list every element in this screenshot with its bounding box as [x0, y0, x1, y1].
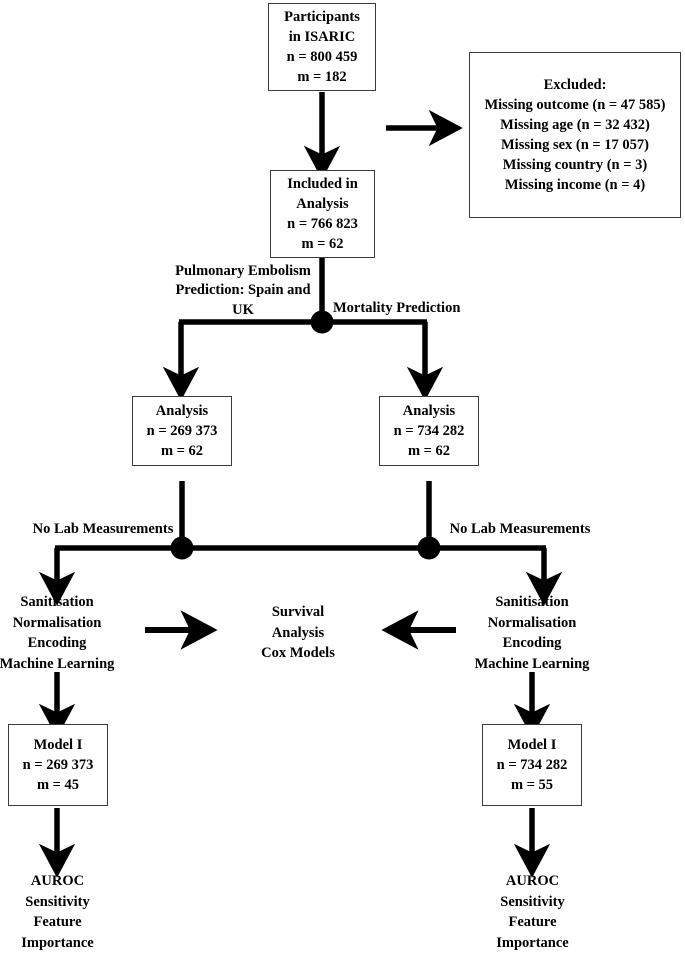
pipeline-right-line-2: Normalisation	[487, 614, 577, 631]
node-included-line-4: m = 62	[301, 236, 344, 252]
edge-label-no-lab-left-line-1: No Lab Measurements	[32, 521, 174, 537]
node-analysis-left-line-3: m = 62	[160, 443, 204, 459]
pipeline-left-line-3: Encoding	[27, 635, 87, 652]
node-excluded-line-1: Excluded:	[543, 77, 607, 93]
pipeline-left-line-1: Sanitisation	[20, 594, 94, 610]
survival-line-1: Survival	[271, 604, 325, 620]
process-pipeline-left: Sanitisation Normalisation Encoding Mach…	[0, 592, 122, 674]
node-excluded-line-4: Missing sex (n = 17 057)	[500, 137, 650, 153]
pipeline-right-line-3: Encoding	[502, 635, 562, 652]
edge-label-no-lab-right: No Lab Measurements	[440, 520, 600, 539]
node-analysis-right-line-1: Analysis	[402, 403, 456, 419]
node-included-in-analysis: Included in Analysis n = 766 823 m = 62	[270, 170, 375, 258]
edge-label-pulmonary-embolism: Pulmonary Embolism Prediction: Spain and…	[163, 262, 323, 320]
node-model-right: Model I n = 734 282 m = 55	[482, 724, 582, 806]
node-participants-line-4: m = 182	[297, 69, 347, 85]
node-included-line-2: Analysis	[296, 196, 349, 212]
outputs-right-line-3: Feature	[508, 914, 557, 931]
edge-label-mortality-line-1: Mortality Prediction	[333, 300, 461, 316]
node-analysis-left-line-1: Analysis	[155, 403, 209, 419]
node-participants-line-1: Participants	[284, 9, 360, 25]
outputs-right: AUROC Sensitivity Feature Importance	[470, 871, 595, 953]
survival-line-3: Cox Models	[261, 645, 335, 662]
edge-label-no-lab-left: No Lab Measurements	[28, 520, 178, 539]
process-pipeline-right: Sanitisation Normalisation Encoding Mach…	[467, 592, 597, 674]
node-model-left-line-3: m = 45	[36, 777, 80, 793]
process-survival-center: Survival Analysis Cox Models	[238, 602, 358, 664]
node-excluded-line-3: Missing age (n = 32 432)	[500, 117, 650, 133]
survival-line-2: Analysis	[271, 624, 325, 641]
outputs-left-line-1: AUROC	[30, 873, 85, 889]
node-excluded-line-2: Missing outcome (n = 47 585)	[484, 97, 666, 113]
outputs-right-line-4: Importance	[496, 934, 569, 951]
node-participants: Participants in ISARIC n = 800 459 m = 1…	[268, 3, 376, 91]
pipeline-left-line-2: Normalisation	[12, 614, 102, 631]
node-model-left: Model I n = 269 373 m = 45	[8, 724, 108, 806]
node-model-right-line-2: n = 734 282	[496, 757, 568, 773]
outputs-right-line-2: Sensitivity	[500, 893, 565, 910]
outputs-left-line-3: Feature	[33, 914, 82, 931]
node-model-left-line-2: n = 269 373	[22, 757, 94, 773]
node-analysis-left: Analysis n = 269 373 m = 62	[132, 396, 232, 466]
outputs-left-line-4: Importance	[21, 934, 94, 951]
node-model-right-line-1: Model I	[507, 737, 557, 753]
pipeline-right-line-4: Machine Learning	[474, 655, 590, 672]
node-excluded-line-6: Missing income (n = 4)	[504, 177, 646, 193]
pipeline-right-line-1: Sanitisation	[495, 594, 569, 610]
node-excluded: Excluded: Missing outcome (n = 47 585) M…	[469, 52, 681, 218]
split-node-no-lab-right	[417, 536, 441, 560]
outputs-right-line-1: AUROC	[505, 873, 560, 889]
node-analysis-right-line-2: n = 734 282	[393, 423, 465, 439]
edge-label-pulmonary-line-3: UK	[232, 301, 254, 318]
outputs-left-line-2: Sensitivity	[25, 893, 90, 910]
edge-label-pulmonary-line-2: Prediction: Spain and	[175, 282, 311, 299]
edge-label-mortality-prediction: Mortality Prediction	[333, 299, 533, 318]
node-included-line-1: Included in	[287, 176, 358, 192]
node-analysis-right-line-3: m = 62	[407, 443, 451, 459]
node-model-right-line-3: m = 55	[510, 777, 554, 793]
edge-label-no-lab-right-line-1: No Lab Measurements	[449, 521, 591, 537]
edge-label-pulmonary-line-1: Pulmonary Embolism	[175, 263, 311, 279]
node-included-line-3: n = 766 823	[287, 216, 358, 232]
node-participants-line-3: n = 800 459	[286, 49, 358, 65]
node-analysis-left-line-2: n = 269 373	[146, 423, 218, 439]
node-model-left-line-1: Model I	[33, 737, 83, 753]
outputs-left: AUROC Sensitivity Feature Importance	[0, 871, 120, 953]
node-analysis-right: Analysis n = 734 282 m = 62	[379, 396, 479, 466]
node-excluded-line-5: Missing country (n = 3)	[502, 157, 648, 173]
pipeline-left-line-4: Machine Learning	[0, 655, 115, 672]
node-participants-line-2: in ISARIC	[288, 29, 356, 45]
split-node-no-lab-left	[170, 536, 194, 560]
